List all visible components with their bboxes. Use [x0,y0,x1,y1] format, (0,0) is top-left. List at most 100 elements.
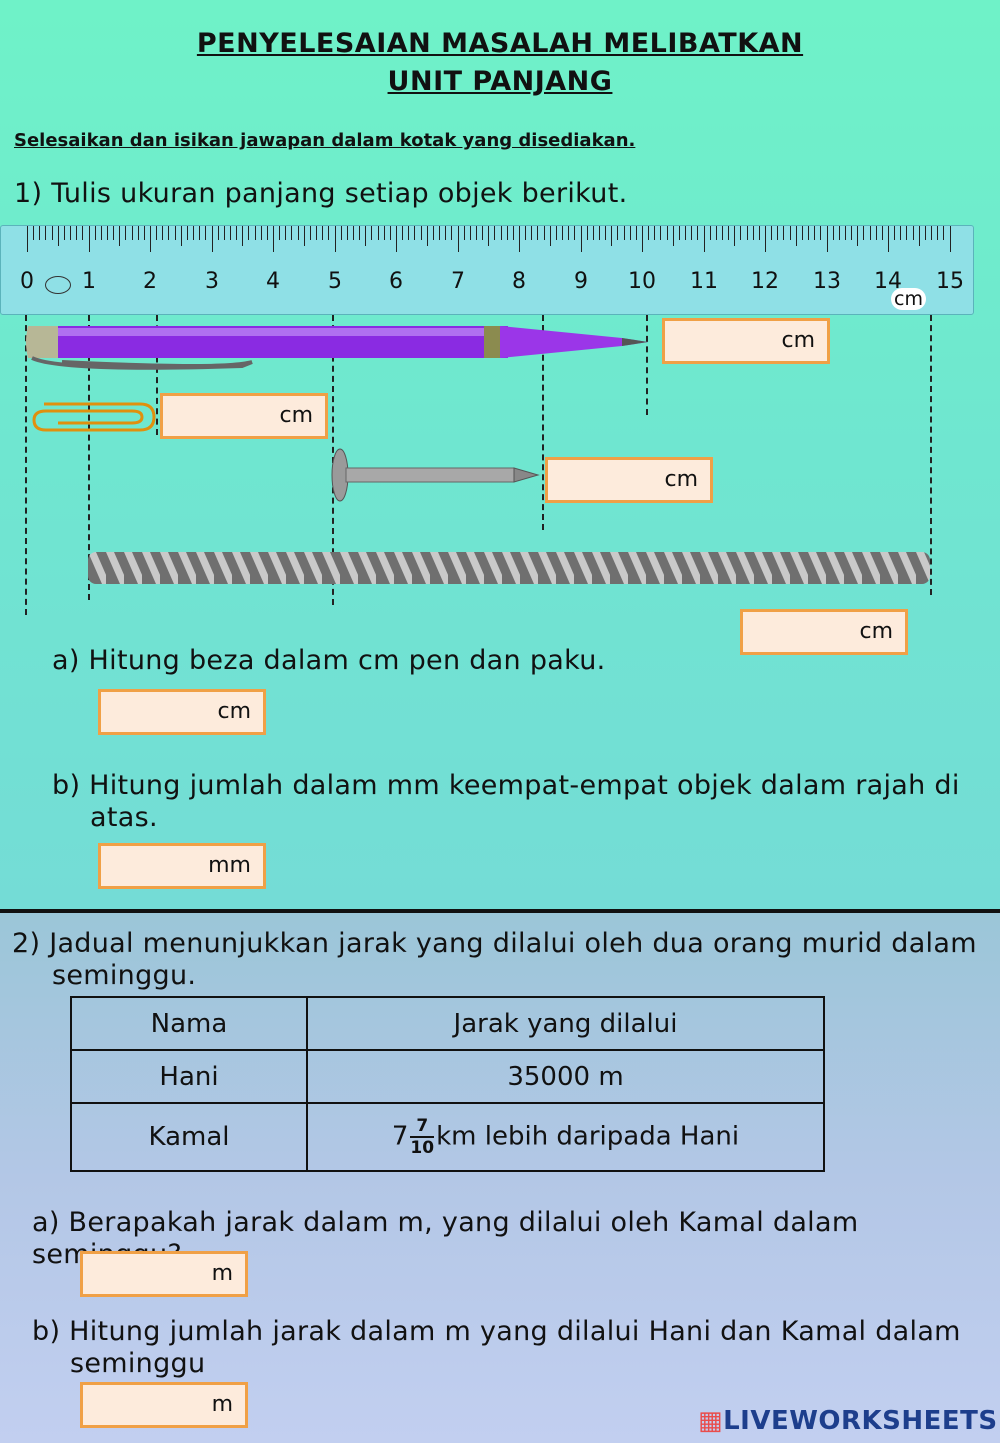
ruler-tick [297,226,299,240]
ruler-tick [377,226,379,240]
ruler-tick [76,226,78,240]
ruler-number-10: 10 [628,269,656,294]
ruler-tick [801,226,803,240]
ruler-tick [217,226,219,240]
nail-length-unit: cm [664,467,698,492]
ruler-number-12: 12 [751,269,779,294]
ruler-tick [27,226,28,252]
ruler-number-1: 1 [82,269,96,294]
ruler-tick [531,226,533,240]
q2b-answer-input[interactable]: m [80,1382,248,1428]
table-header-row: Nama Jarak yang dilalui [70,996,825,1051]
q1a-answer-unit: cm [217,699,251,724]
ruler-tick [322,226,324,240]
ruler-tick [340,226,342,240]
section-divider [0,909,1000,913]
ruler-tick [832,226,834,240]
ruler-tick [451,226,453,240]
ruler-tick [113,226,115,240]
ruler-tick [537,226,539,240]
ruler-tick [869,226,871,240]
table-row: Hani 35000 m [70,1049,825,1104]
ruler-tick [70,226,72,240]
ruler-tick [396,226,397,252]
ruler-tick [931,226,933,240]
ruler-tick [562,226,564,240]
ruler-tick [826,226,828,252]
ruler-tick [168,226,170,240]
ruler-number-7: 7 [451,269,465,294]
section-1-background [0,0,1000,910]
pen-length-input[interactable]: cm [662,318,830,364]
q1b-answer-input[interactable]: mm [98,843,266,889]
ruler-tick [285,226,287,240]
ruler-tick [180,226,182,246]
ruler-tick [642,226,643,252]
ruler-tick [334,226,336,252]
ruler-tick [457,226,459,252]
ruler-tick [728,226,730,240]
ruler-tick [488,226,490,246]
ruler-tick [937,226,939,240]
nail-length-input[interactable]: cm [545,457,713,503]
ruler-tick [45,226,47,240]
ruler-tick [242,226,244,246]
nail-image [331,448,540,502]
ruler-tick [482,226,484,240]
ruler-tick [844,226,846,240]
ruler-tick [506,226,508,240]
guide-line-1 [88,315,90,600]
pen-length-unit: cm [781,328,815,353]
distance-rest: km lebih daripada Hani [436,1121,740,1152]
rope-length-input[interactable]: cm [740,609,908,655]
ruler: 0 1 2 3 4 5 6 7 8 9 10 11 12 13 14 15 cm [0,225,974,315]
ruler-tick [746,226,748,240]
logo-icon: ▦ [698,1406,724,1436]
ruler-tick [857,226,859,246]
ruler-tick [475,226,477,240]
ruler-tick [697,226,699,240]
ruler-tick [808,226,810,240]
fraction-numerator: 7 [410,1116,435,1138]
ruler-tick [814,226,816,240]
guide-line-2 [156,315,158,435]
ruler-tick [346,226,348,240]
ruler-number-5: 5 [328,269,342,294]
ruler-tick [469,226,471,240]
ruler-tick [672,226,674,246]
ruler-tick [734,226,736,246]
ruler-tick [543,226,545,240]
ruler-tick [924,226,926,240]
ruler-tick [94,226,96,240]
paper-clip-image [32,402,156,432]
paper-clip-length-input[interactable]: cm [160,393,328,439]
ruler-tick [279,226,281,240]
ruler-tick [439,226,441,240]
instruction-text: Selesaikan dan isikan jawapan dalam kota… [14,130,636,151]
paper-clip-length-unit: cm [279,403,313,428]
ruler-tick [137,226,139,240]
ruler-tick [39,226,41,240]
ruler-tick [266,226,268,240]
ruler-tick [765,226,766,252]
q2a-answer-input[interactable]: m [80,1251,248,1297]
ruler-tick [881,226,883,240]
q1a-answer-input[interactable]: cm [98,689,266,735]
ruler-tick [254,226,256,240]
ruler-tick [414,226,416,240]
ruler-tick [783,226,785,240]
guide-line-0 [25,315,27,615]
ruler-tick [789,226,791,240]
ruler-number-15: 15 [936,269,964,294]
ruler-tick [900,226,902,240]
ruler-tick [236,226,238,240]
fraction-denominator: 10 [410,1138,435,1158]
ruler-tick [316,226,318,240]
liveworksheets-logo[interactable]: ▦LIVEWORKSHEETS [698,1406,998,1436]
ruler-number-6: 6 [389,269,403,294]
ruler-tick [635,226,637,240]
ruler-tick [771,226,773,240]
ruler-tick [574,226,576,240]
